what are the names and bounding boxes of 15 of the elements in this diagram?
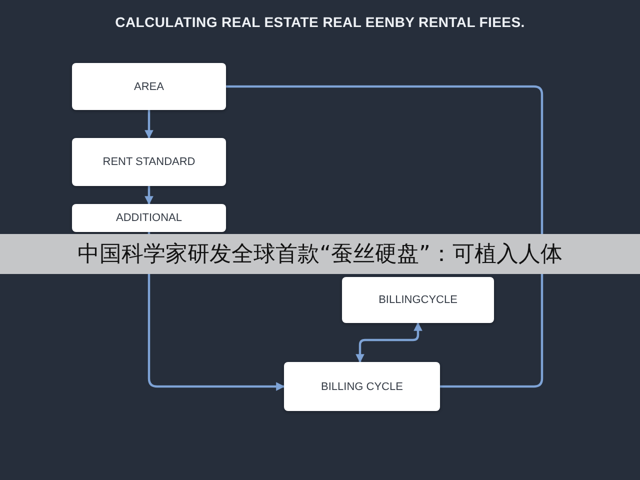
connector-arrow <box>144 110 154 139</box>
process-box <box>72 138 226 186</box>
headline-text: 中国科学家研发全球首款“蚕丝硬盘”：可植入人体 <box>78 241 562 269</box>
box-label: BILLINGCYCLE <box>378 294 458 306</box>
diagram-title: CALCULATING REAL ESTATE REAL EENBY RENTAL FIEES. <box>114 14 526 30</box>
box-label: BILLING CYCLE <box>321 380 403 392</box>
box-label: RENT STANDARD <box>102 156 196 168</box>
box-label: ADDITIONAL <box>116 211 182 224</box>
process-box <box>72 63 226 110</box>
process-box <box>284 362 440 411</box>
box-label: AREA <box>134 80 164 92</box>
process-box <box>72 204 226 232</box>
connector-arrow <box>144 186 154 205</box>
connector-arrow <box>356 322 422 363</box>
process-box <box>342 277 494 323</box>
